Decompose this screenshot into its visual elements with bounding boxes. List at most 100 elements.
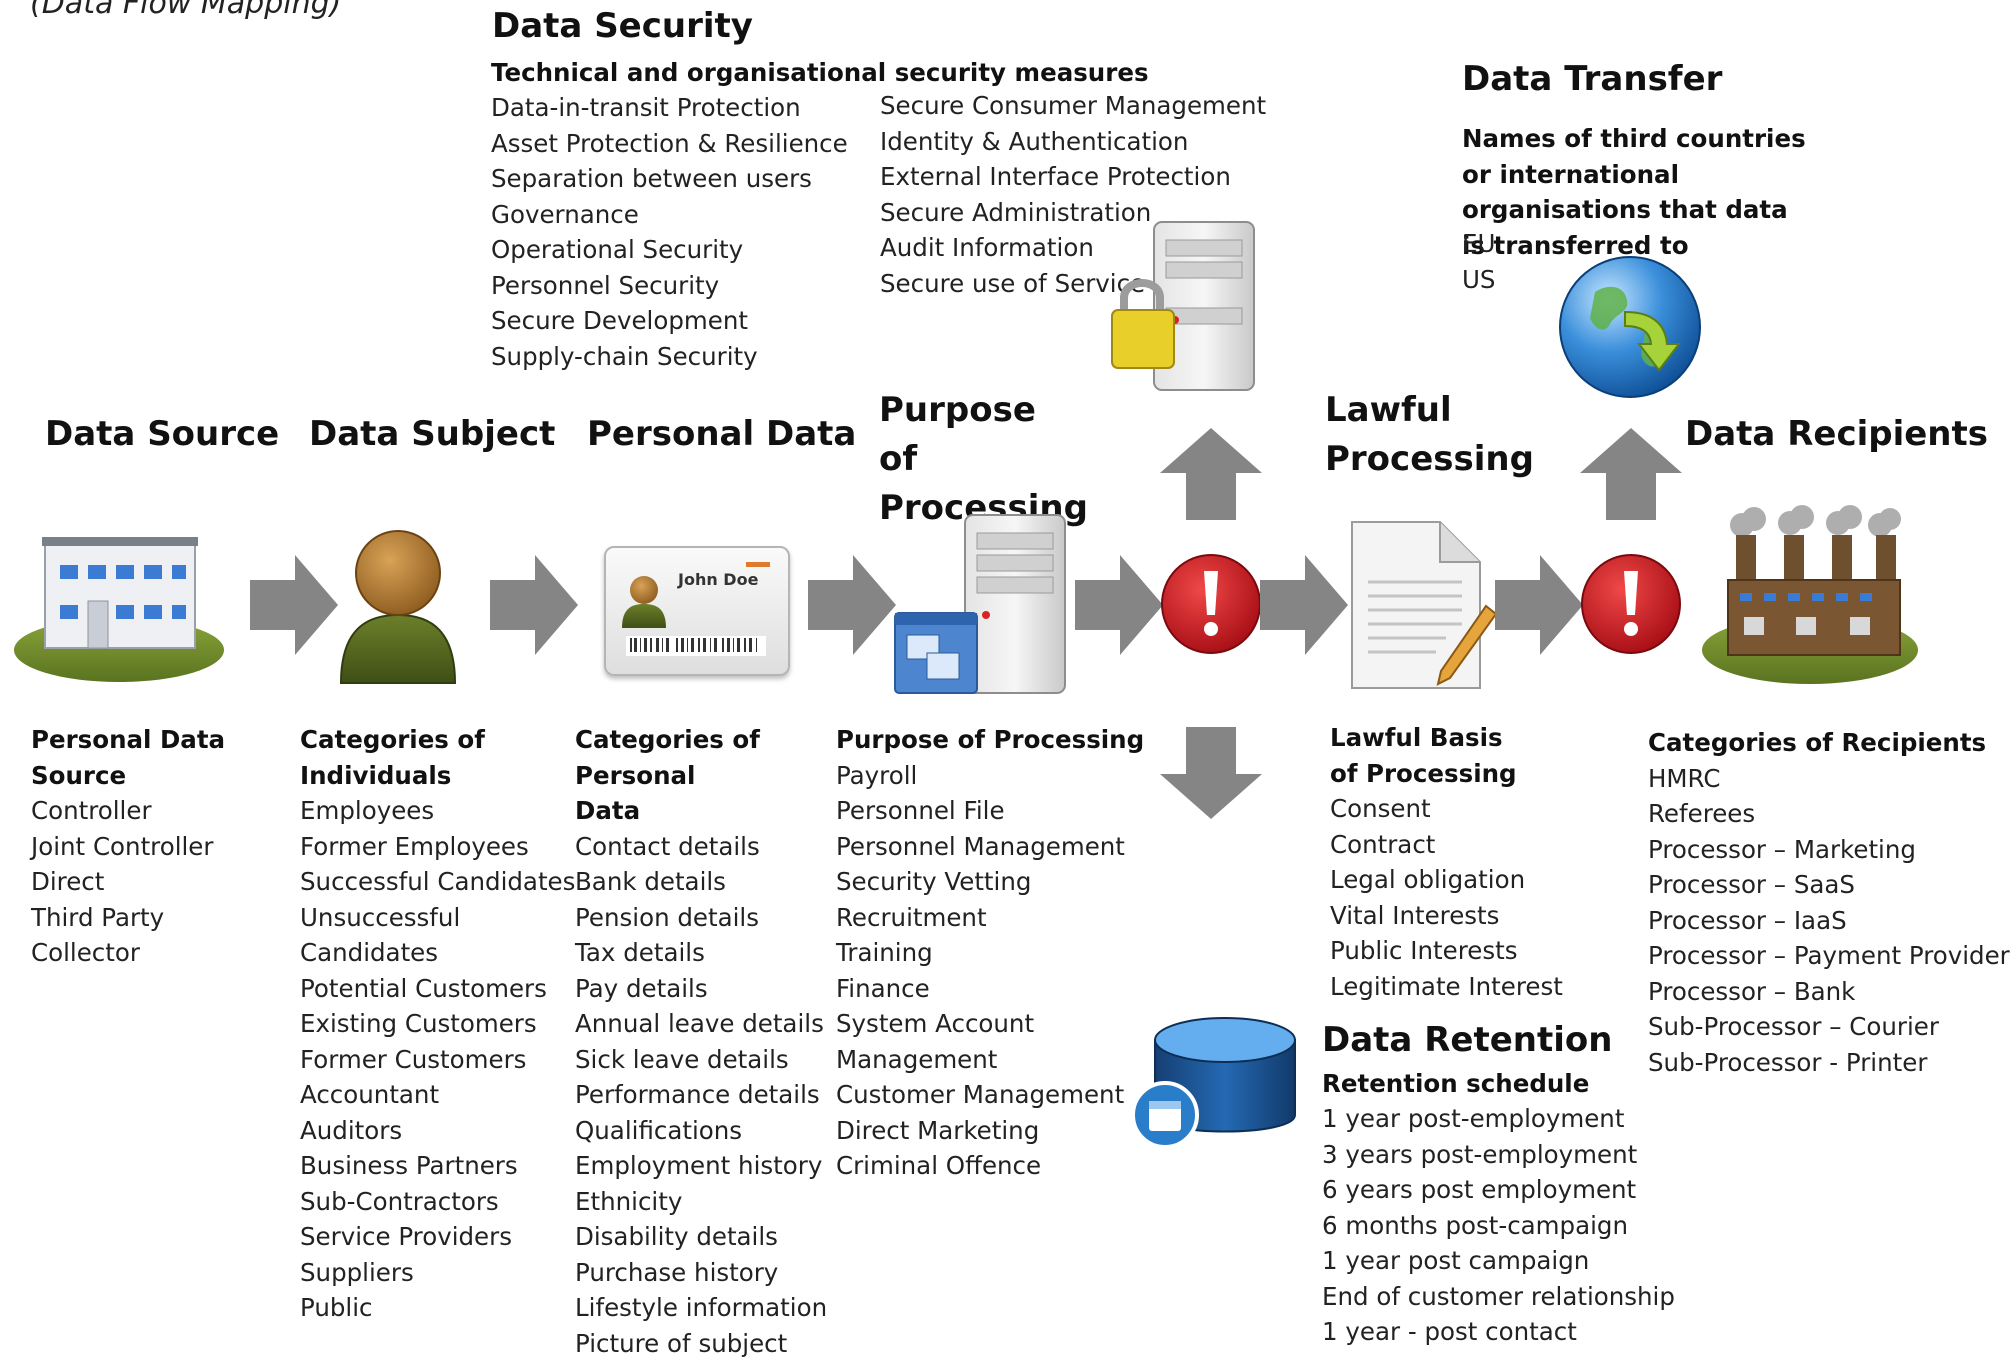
list-item: Sick leave details [575, 1042, 835, 1078]
list-item: Separation between users [491, 161, 848, 197]
list-item: Criminal Offence [836, 1148, 1131, 1184]
personal-list: Contact details Bank details Pension det… [575, 829, 835, 1361]
list-item: 3 years post-employment [1322, 1137, 1675, 1173]
list-item: Qualifications [575, 1113, 835, 1149]
list-item: Employees [300, 793, 575, 829]
list-item: Personnel Management [836, 829, 1131, 865]
list-item: Performance details [575, 1077, 835, 1113]
column-source: Personal Data Source Controller Joint Co… [31, 722, 271, 971]
list-item: Customer Management [836, 1077, 1131, 1113]
list-item: HMRC [1648, 761, 2008, 797]
arrow-right-icon [1075, 555, 1163, 655]
server-lock-icon [1110, 220, 1270, 395]
data-retention-list: 1 year post-employment 3 years post-empl… [1322, 1101, 1675, 1350]
column-recipients: Categories of Recipients HMRC Referees P… [1648, 725, 2008, 1080]
document-pen-icon [1346, 518, 1496, 698]
list-item: Controller [31, 793, 271, 829]
purpose-list: Payroll Personnel File Personnel Managem… [836, 758, 1131, 1184]
arrow-down-icon [1160, 727, 1262, 819]
list-item: Service Providers [300, 1219, 575, 1255]
list-item: Data-in-transit Protection [491, 90, 848, 126]
person-icon [333, 523, 463, 693]
list-item: Pay details [575, 971, 835, 1007]
list-item: Disability details [575, 1219, 835, 1255]
list-item: Third Party [31, 900, 271, 936]
database-calendar-icon [1125, 1015, 1300, 1160]
column-title: Categories of Recipients [1648, 725, 2008, 761]
list-item: Finance [836, 971, 1131, 1007]
column-title: Purpose of Processing [836, 722, 1131, 758]
list-item: Picture of subject [575, 1326, 835, 1361]
data-security-subtitle: Technical and organisational security me… [491, 55, 1149, 91]
list-item: Processor – Marketing [1648, 832, 2008, 868]
arrow-right-icon [490, 555, 578, 655]
list-item: Processor – SaaS [1648, 867, 2008, 903]
data-transfer-title: Data Transfer [1462, 55, 1722, 104]
column-subject: Categories of Individuals Employees Form… [300, 722, 575, 1326]
list-item: End of customer relationship [1322, 1279, 1675, 1315]
list-item: Accountant [300, 1077, 575, 1113]
arrow-right-icon [1260, 555, 1348, 655]
arrow-right-icon [808, 555, 896, 655]
list-item: Processor – Bank [1648, 974, 2008, 1010]
list-item: 1 year - post contact [1322, 1314, 1675, 1350]
stage-title-recipients: Data Recipients [1685, 410, 1988, 459]
column-lawful: Lawful Basis of Processing Consent Contr… [1330, 720, 1590, 1004]
list-item: Existing Customers [300, 1006, 575, 1042]
list-item: Auditors [300, 1113, 575, 1149]
globe-icon [1555, 252, 1705, 402]
list-item: US [1462, 262, 1495, 298]
list-item: Public Interests [1330, 933, 1590, 969]
list-item: Governance [491, 197, 848, 233]
recipients-list: HMRC Referees Processor – Marketing Proc… [1648, 761, 2008, 1081]
list-item: Sub-Contractors [300, 1184, 575, 1220]
stage-title-personal: Personal Data [587, 410, 856, 459]
list-item: Security Vetting [836, 864, 1131, 900]
list-item: Joint Controller [31, 829, 271, 865]
list-item: Training [836, 935, 1131, 971]
list-item: System Account Management [836, 1006, 1046, 1077]
column-personal: Categories of Personal Data Contact deta… [575, 722, 835, 1361]
arrow-up-icon [1160, 428, 1262, 520]
list-item: Purchase history [575, 1255, 835, 1291]
list-item: Former Employees [300, 829, 575, 865]
list-item: Annual leave details [575, 1006, 835, 1042]
subject-list: Employees Former Employees Successful Ca… [300, 793, 575, 1326]
list-item: Lifestyle information [575, 1290, 835, 1326]
list-item: Sub-Processor - Printer [1648, 1045, 2008, 1081]
data-transfer-list: EU US [1462, 226, 1495, 297]
list-item: Pension details [575, 900, 835, 936]
stage-title-subject: Data Subject [309, 410, 555, 459]
list-item: Legitimate Interest [1330, 969, 1590, 1005]
list-item: Collector [31, 935, 271, 971]
list-item: Bank details [575, 864, 835, 900]
id-card-name: John Doe [678, 570, 758, 589]
server-window-icon [893, 513, 1078, 698]
list-item: Secure Development [491, 303, 848, 339]
list-item: Payroll [836, 758, 1131, 794]
list-item: Secure Consumer Management [880, 88, 1266, 124]
list-item: Successful Candidates [300, 864, 575, 900]
building-icon [12, 535, 227, 685]
list-item: Identity & Authentication [880, 124, 1266, 160]
list-item: Sub-Processor – Courier [1648, 1009, 2008, 1045]
data-security-title: Data Security [492, 2, 753, 51]
list-item: Supply-chain Security [491, 339, 848, 375]
list-item: Personnel File [836, 793, 1131, 829]
list-item: Direct Marketing [836, 1113, 1131, 1149]
list-item: 1 year post campaign [1322, 1243, 1675, 1279]
stage-title-lawful: Lawful Processing [1325, 386, 1525, 484]
list-item: Operational Security [491, 232, 848, 268]
list-item: Direct [31, 864, 271, 900]
list-item: Unsuccessful Candidates [300, 900, 475, 971]
list-item: Vital Interests [1330, 898, 1590, 934]
list-item: Processor – Payment Provider [1648, 938, 2008, 974]
column-title: Lawful Basis of Processing [1330, 720, 1530, 791]
list-item: Contract [1330, 827, 1590, 863]
column-purpose: Purpose of Processing Payroll Personnel … [836, 722, 1131, 1184]
list-item: Processor – IaaS [1648, 903, 2008, 939]
column-title: Categories of Personal Data [575, 722, 765, 829]
column-title: Categories of Individuals [300, 722, 500, 793]
list-item: Potential Customers [300, 971, 575, 1007]
lawful-list: Consent Contract Legal obligation Vital … [1330, 791, 1590, 1004]
